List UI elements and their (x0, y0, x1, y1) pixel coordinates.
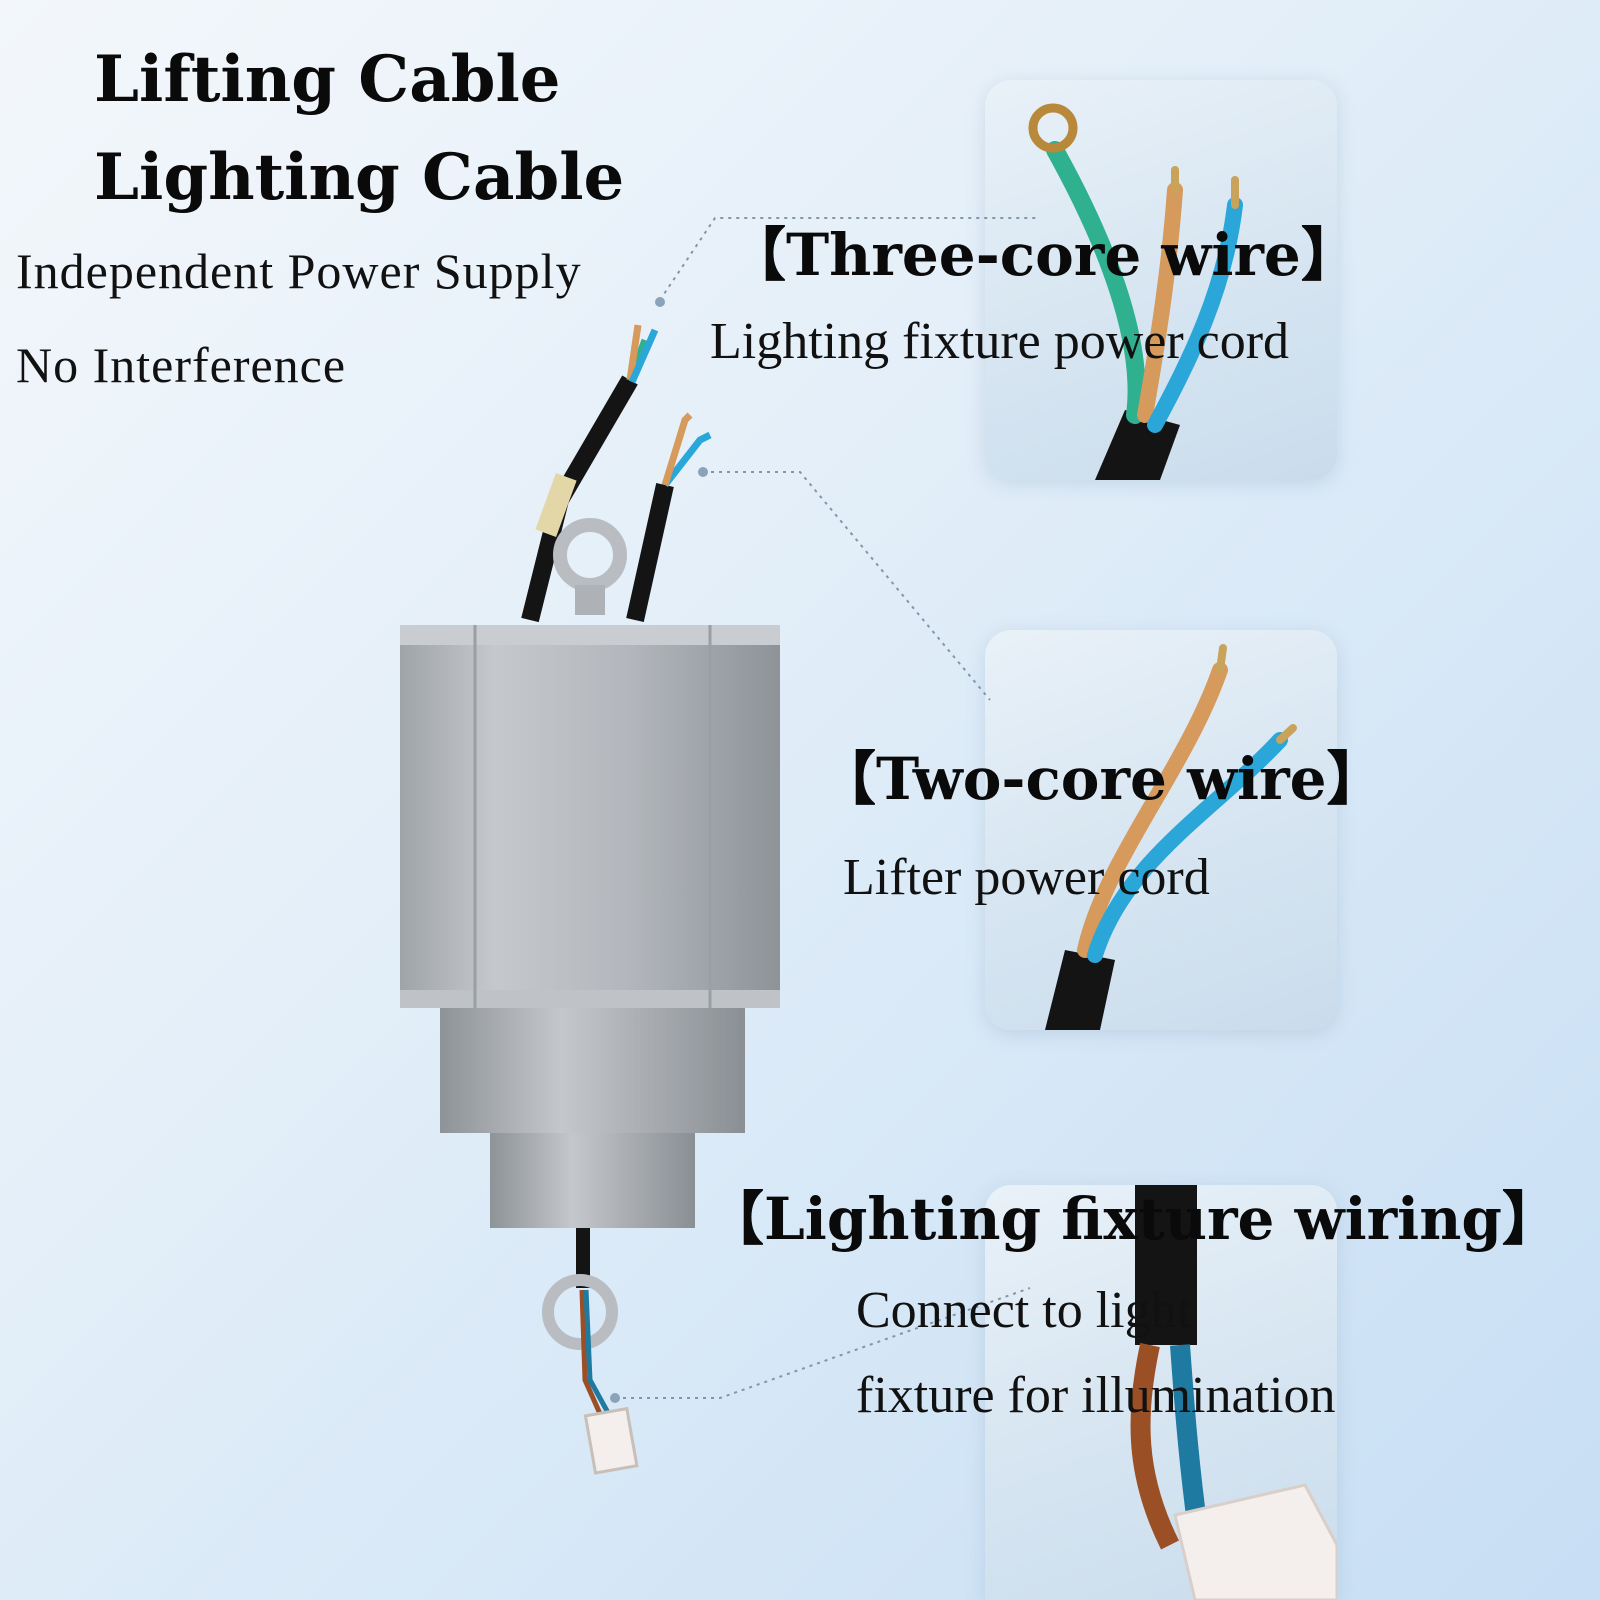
subtext-no-interference: No Interference (16, 337, 347, 393)
three-core-wire-panel (985, 80, 1337, 480)
two-core-wire-icon (1045, 644, 1297, 1030)
two-core-wire-panel (985, 630, 1337, 1030)
fixture-wiring-panel (985, 1185, 1337, 1600)
callout-two-core-title: 【Two-core wire】 (818, 745, 1385, 813)
callout-two-core-desc: Lifter power cord (843, 849, 1210, 906)
leader-dot (698, 467, 708, 477)
fixture-connector-icon (1130, 1185, 1337, 1600)
heading-lighting-cable: Lighting Cable (94, 140, 625, 215)
callout-three-core-title: 【Three-core wire】 (728, 221, 1359, 289)
three-core-wire-icon (1028, 103, 1243, 480)
subtext-independent-power: Independent Power Supply (16, 243, 582, 299)
callout-fixture-title: 【Lighting fixture wiring】 (706, 1185, 1560, 1253)
lifter-device-icon (400, 324, 780, 1475)
callout-fixture-desc-line1: Connect to light (856, 1282, 1192, 1339)
leader-dot (610, 1393, 620, 1403)
leader-dot (655, 297, 665, 307)
callout-fixture-desc-line2: fixture for illumination (856, 1367, 1336, 1424)
heading-lifting-cable: Lifting Cable (94, 42, 561, 117)
callout-three-core-desc: Lighting fixture power cord (710, 313, 1290, 370)
